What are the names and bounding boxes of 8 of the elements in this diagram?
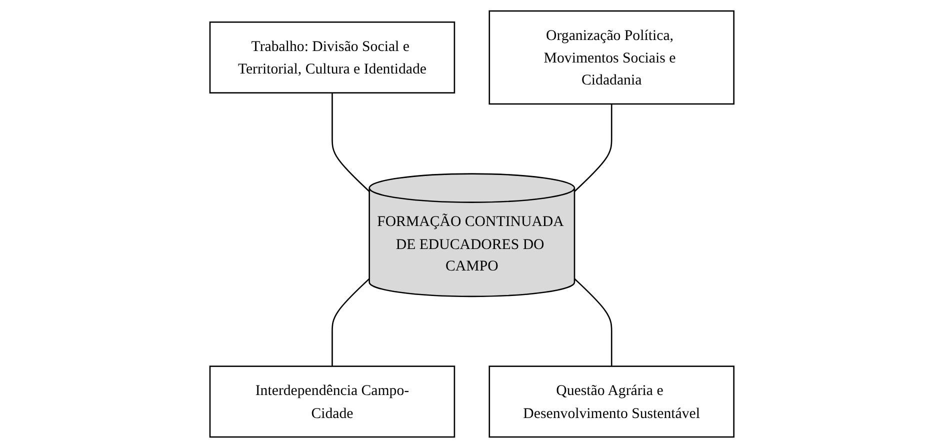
connector — [574, 278, 612, 366]
node-box: Questão Agrária e Desenvolvimento Sustentável — [488, 365, 734, 438]
connector — [574, 103, 612, 192]
node-box: Organização Política, Movimentos Sociais e Cidadania — [488, 10, 734, 104]
node-box: Trabalho: Divisão Social e Territorial, Cultura e Identidade — [208, 20, 455, 93]
node-box: Interdependência Campo-Cidade — [208, 365, 455, 438]
connector — [331, 278, 370, 366]
connector — [331, 92, 370, 192]
